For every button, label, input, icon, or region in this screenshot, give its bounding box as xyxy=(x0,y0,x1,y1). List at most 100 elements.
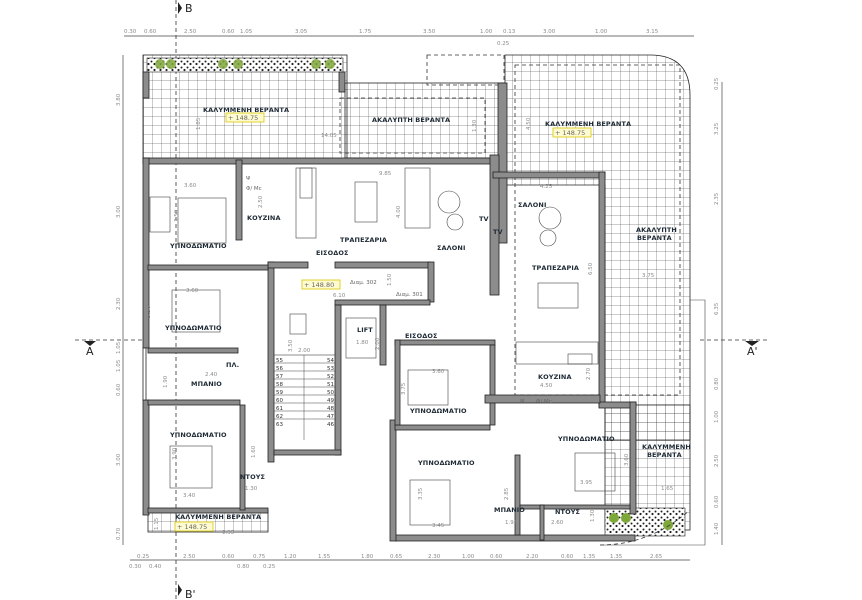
dimension-label: 9.85 xyxy=(379,171,392,177)
dimension-label: 3.05 xyxy=(295,29,308,35)
plan-text: 49 xyxy=(327,398,334,404)
dimension-label: 1.90 xyxy=(163,375,169,388)
label-veranda-uncovered-top: ΑΚΑΛΥΠΤΗ ΒΕΡΑΝΤΑ xyxy=(372,116,450,124)
dimension-label: 0.60 xyxy=(222,554,235,560)
dimension-label: 6.10 xyxy=(333,293,346,299)
dimension-label: 3.00 xyxy=(116,205,122,218)
dimension-label: 3.50 xyxy=(174,209,180,222)
label-veranda-covered-right: ΚΑΛΥΜΜΕΝΗ xyxy=(642,443,691,451)
dimension-label: 0.60 xyxy=(490,554,503,560)
dimension-label: 1.95 xyxy=(222,530,235,536)
label-bathroom-right: ΜΠΑΝΙΟ xyxy=(494,506,525,514)
plan-text: 148.80 xyxy=(312,281,335,289)
dimension-label: 2.50 xyxy=(258,195,264,208)
dimension-label: 2.70 xyxy=(586,367,592,380)
dimension-label: 1.35 xyxy=(610,554,623,560)
section-mark-a-prime: A' xyxy=(747,345,758,358)
section-mark-b-prime: B' xyxy=(185,588,196,600)
planter-plants xyxy=(155,59,335,69)
label-fridge-right: Ψ xyxy=(520,399,525,405)
dimension-label: 1.05 xyxy=(116,359,122,372)
dimension-label: 14.05 xyxy=(321,133,337,139)
dimension-label: 0.13 xyxy=(503,29,516,35)
dimension-label: 1.65 xyxy=(661,486,674,492)
dimension-label: 1.00 xyxy=(595,29,608,35)
label-living-right: ΣΑΛΟΝΙ xyxy=(518,201,547,209)
label-tv-2: TV xyxy=(493,228,503,236)
dimension-label: 2.40 xyxy=(205,372,218,378)
dimension-label: 2.60 xyxy=(551,520,564,526)
label-lift: LIFT xyxy=(357,326,373,334)
label-veranda-covered-bottom: ΚΑΛΥΜΜΕΝΗ ΒΕΡΑΝΤΑ xyxy=(175,513,261,521)
plan-text: 53 xyxy=(327,366,334,372)
label-washer-right: Φ/ Mc xyxy=(536,399,552,405)
dimension-label: 1.55 xyxy=(318,554,331,560)
dimension-label: 4.50 xyxy=(526,117,532,130)
dimension-label: 2.30 xyxy=(116,297,122,310)
dimension-label: 2.50 xyxy=(184,29,197,35)
dimension-label: 3.90 xyxy=(172,447,178,460)
dimension-label: 1.35 xyxy=(583,554,596,560)
room-labels: ΚΑΛΥΜΜΕΝΗ ΒΕΡΑΝΤΑ ΑΚΑΛΥΠΤΗ ΒΕΡΑΝΤΑ ΚΑΛΥΜ… xyxy=(164,106,691,521)
dimension-label: 0.60 xyxy=(714,495,720,508)
dimension-label: 2.00 xyxy=(375,337,381,350)
dimension-top: 0.30 0.60 2.50 0.60 1.05 3.05 1.75 3.50 … xyxy=(124,29,694,47)
label-apt-302: Διαμ. 302 xyxy=(350,280,377,286)
label-washer-left: Φ/ Mc xyxy=(246,186,262,192)
label-fridge-left: Ψ xyxy=(246,176,251,182)
plan-text: 50 xyxy=(327,390,334,396)
label-entrance-left: ΕΙΣΟΔΟΣ xyxy=(316,249,349,257)
stairs xyxy=(273,354,336,451)
dimension-label: 3.60 xyxy=(186,288,199,294)
elevation-tag-1: + 148.75 xyxy=(225,112,265,123)
svg-text:+ 148.75: + 148.75 xyxy=(177,523,207,531)
dimension-label: 3.75 xyxy=(642,273,655,279)
dimension-label: 1.30 xyxy=(245,486,258,492)
dimension-label: 3.00 xyxy=(543,29,556,35)
plan-text: 57 xyxy=(276,374,283,380)
dimension-label: 1.80 xyxy=(361,554,374,560)
label-laundry-left: ΠΛ. xyxy=(226,361,239,369)
plan-text: 62 xyxy=(276,414,283,420)
dimension-label: 1.20 xyxy=(284,554,297,560)
plan-text: 60 xyxy=(276,398,283,404)
dimension-label: 0.30 xyxy=(129,564,142,570)
plan-text: 56 xyxy=(276,366,283,372)
dimension-label: 2.30 xyxy=(428,554,441,560)
dimension-label: 0.25 xyxy=(714,77,720,90)
dimension-label: 6.35 xyxy=(714,302,720,315)
dimension-label: 1.30 xyxy=(472,119,478,132)
label-shower-left: ΝΤΟΥΣ xyxy=(240,473,265,481)
svg-text:+ 148.75: + 148.75 xyxy=(555,129,585,137)
label-bedroom-1: ΥΠΝΟΔΩΜΑΤΙΟ xyxy=(169,242,227,250)
veranda-top-left xyxy=(142,54,348,164)
plan-text: 148.75 xyxy=(563,129,586,137)
dimension-label: 3.15 xyxy=(646,29,659,35)
label-bedroom-5: ΥΠΝΟΔΩΜΑΤΙΟ xyxy=(417,459,475,467)
label-bedroom-6: ΥΠΝΟΔΩΜΑΤΙΟ xyxy=(557,435,615,443)
plan-text: 52 xyxy=(327,374,334,380)
dimension-label: 1.60 xyxy=(251,445,257,458)
dimension-label: 3.50 xyxy=(423,29,436,35)
dimension-label: 3.60 xyxy=(184,183,197,189)
dimension-label: 2.35 xyxy=(714,192,720,205)
dimension-label: 4.25 xyxy=(540,184,553,190)
dimension-left: 3.80 3.00 2.30 1.05 1.05 0.60 3.00 0.70 xyxy=(116,55,124,545)
dimension-label: 1.85 xyxy=(196,117,202,130)
dimension-label: 3.50 xyxy=(288,339,294,352)
dimension-label: 1.95 xyxy=(505,520,518,526)
elevation-tag-2: + 148.75 xyxy=(552,127,592,138)
plan-text: 54 xyxy=(327,358,334,364)
furniture xyxy=(149,167,616,526)
label-bathroom-left: ΜΠΑΝΙΟ xyxy=(191,380,222,388)
plan-text: 59 xyxy=(276,390,283,396)
dimension-label: 1.80 xyxy=(356,340,369,346)
dimension-label: 1.50 xyxy=(387,273,393,286)
dimension-label: 3.45 xyxy=(432,523,445,529)
dimension-label: 1.75 xyxy=(359,29,372,35)
dimension-label: 3.35 xyxy=(418,487,424,500)
dimension-label: 1.05 xyxy=(116,341,122,354)
label-living-left: ΣΑΛΟΝΙ xyxy=(437,244,466,252)
dimension-label: 3.00 xyxy=(116,453,122,466)
plan-text: 47 xyxy=(327,414,334,420)
